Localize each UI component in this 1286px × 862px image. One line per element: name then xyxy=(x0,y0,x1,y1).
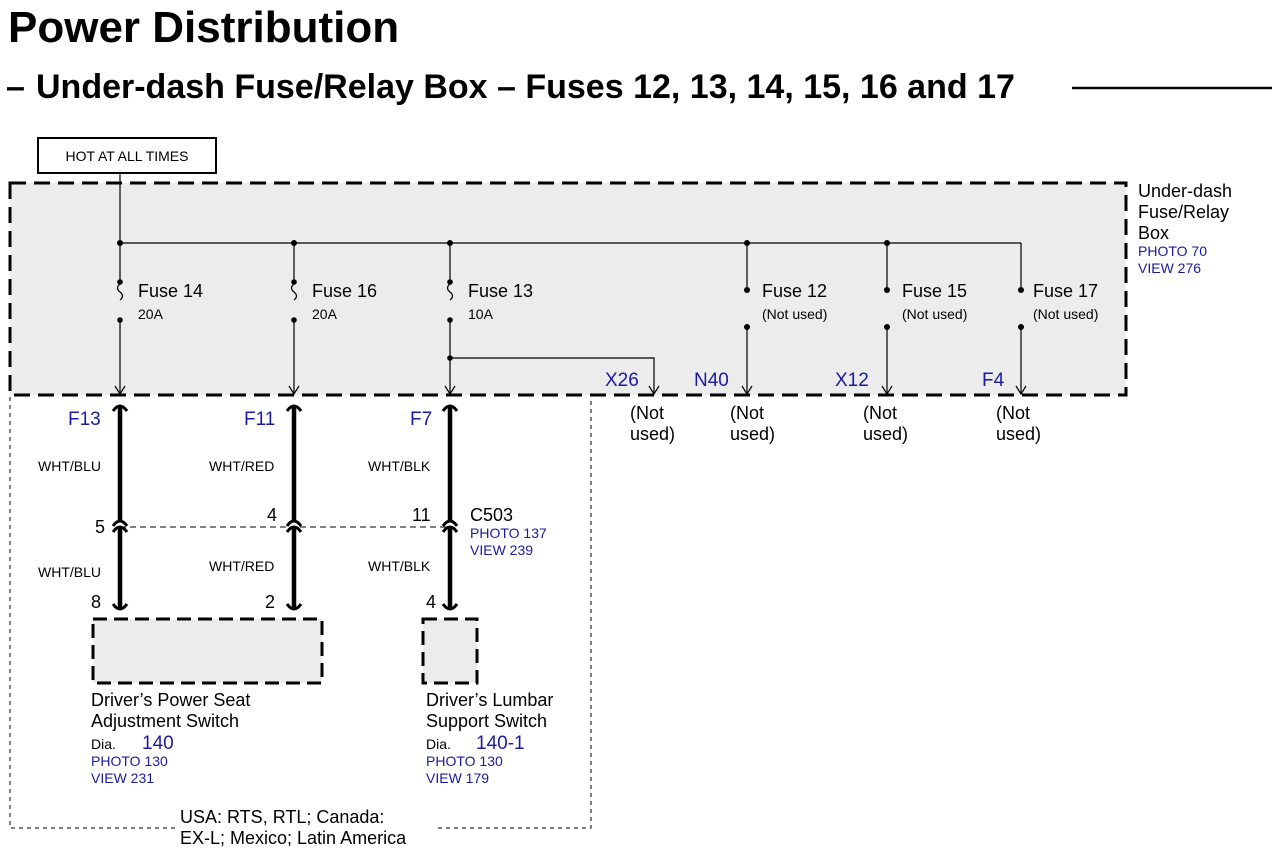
component-1-dia: 140 xyxy=(142,733,174,754)
harness-wire-1 xyxy=(111,404,129,611)
power-source-box xyxy=(37,137,217,174)
connector-pin-lower-3: 4 xyxy=(426,592,436,612)
fuse-12 xyxy=(741,243,753,396)
page-subtitle: Under-dash Fuse/Relay Box – Fuses 12, 13… xyxy=(36,68,1015,106)
power-source-label: HOT AT ALL TIMES xyxy=(66,148,189,164)
component-2-line2: Support Switch xyxy=(426,711,547,731)
connector-name: C503 xyxy=(470,505,513,525)
fuse-box-view: VIEW 276 xyxy=(1138,260,1201,276)
fuse-box-name-line2: Fuse/Relay xyxy=(1138,202,1229,222)
fuse-17 xyxy=(1015,287,1027,396)
connector-pin-upper-3: 11 xyxy=(412,505,431,525)
fuse-16 xyxy=(288,243,300,396)
not-used-x26-line1: (Not xyxy=(630,403,664,423)
page-title: Power Distribution xyxy=(8,3,399,52)
fuse-12-rating: (Not used) xyxy=(762,306,827,322)
fuse-14-name: Fuse 14 xyxy=(138,281,203,301)
not-used-f4-line2: used) xyxy=(996,424,1041,444)
fuse-15 xyxy=(881,243,893,396)
component-1-photo: PHOTO 130 xyxy=(91,753,168,769)
fuse-14-rating: 20A xyxy=(138,306,164,322)
component-2-view: VIEW 179 xyxy=(426,770,489,786)
harness-wire-3 xyxy=(441,404,459,611)
lumbar-switch-box xyxy=(421,617,479,685)
component-2-photo: PHOTO 130 xyxy=(426,753,503,769)
wire-color-3-upper: WHT/BLK xyxy=(368,458,431,474)
fuse-13 xyxy=(444,243,660,396)
option-note-line1: USA: RTS, RTL; Canada: xyxy=(180,807,384,827)
fuse-box-name-line1: Under-dash xyxy=(1138,181,1232,201)
fuse-box-name-line3: Box xyxy=(1138,223,1169,243)
fuse-14 xyxy=(114,243,126,396)
terminal-f7: F7 xyxy=(410,409,432,430)
not-used-x26-line2: used) xyxy=(630,424,675,444)
connector-pin-upper-1: 5 xyxy=(95,517,105,537)
fuse-16-name: Fuse 16 xyxy=(312,281,377,301)
fuse-box-photo: PHOTO 70 xyxy=(1138,243,1207,259)
harness-wire-2 xyxy=(285,404,303,611)
fuse-16-rating: 20A xyxy=(312,306,338,322)
fuse-13-rating: 10A xyxy=(468,306,494,322)
terminal-f4: F4 xyxy=(982,370,1005,391)
fuse-15-rating: (Not used) xyxy=(902,306,967,322)
fuse-13-name: Fuse 13 xyxy=(468,281,533,301)
connector-view: VIEW 239 xyxy=(470,542,533,558)
wire-color-1-upper: WHT/BLU xyxy=(38,458,101,474)
component-2-dia-label: Dia. xyxy=(426,736,451,752)
not-used-n40-line1: (Not xyxy=(730,403,764,423)
terminal-x12: X12 xyxy=(835,370,869,391)
component-1-line1: Driver’s Power Seat xyxy=(91,690,250,710)
component-1-view: VIEW 231 xyxy=(91,770,154,786)
terminal-n40: N40 xyxy=(694,370,729,391)
fuse-17-rating: (Not used) xyxy=(1033,306,1098,322)
wire-color-2-upper: WHT/RED xyxy=(209,458,274,474)
connector-photo: PHOTO 137 xyxy=(470,525,547,541)
terminal-x26: X26 xyxy=(605,370,639,391)
fuse-15-name: Fuse 15 xyxy=(902,281,967,301)
wire-color-3-lower: WHT/BLK xyxy=(368,558,431,574)
fuse-12-name: Fuse 12 xyxy=(762,281,827,301)
not-used-f4-line1: (Not xyxy=(996,403,1030,423)
component-2-dia: 140-1 xyxy=(476,733,525,754)
connector-pin-lower-1: 8 xyxy=(91,592,101,612)
not-used-x12-line2: used) xyxy=(863,424,908,444)
connector-pin-upper-2: 4 xyxy=(267,505,277,525)
not-used-n40-line2: used) xyxy=(730,424,775,444)
component-1-dia-label: Dia. xyxy=(91,736,116,752)
wire-color-1-lower: WHT/BLU xyxy=(38,564,101,580)
component-2-line1: Driver’s Lumbar xyxy=(426,690,553,710)
connector-pin-lower-2: 2 xyxy=(265,592,275,612)
fuse-relay-box xyxy=(8,181,1128,397)
option-region-border xyxy=(9,397,592,829)
terminal-f13: F13 xyxy=(68,409,101,430)
not-used-x12-line1: (Not xyxy=(863,403,897,423)
component-1-line2: Adjustment Switch xyxy=(91,711,239,731)
option-note-line2: EX-L; Mexico; Latin America xyxy=(180,828,407,848)
fuse-17-name: Fuse 17 xyxy=(1033,281,1098,301)
subtitle-dash: – xyxy=(6,68,25,106)
wire-color-2-lower: WHT/RED xyxy=(209,558,274,574)
power-seat-switch-box xyxy=(91,617,324,685)
terminal-f11: F11 xyxy=(244,409,275,430)
